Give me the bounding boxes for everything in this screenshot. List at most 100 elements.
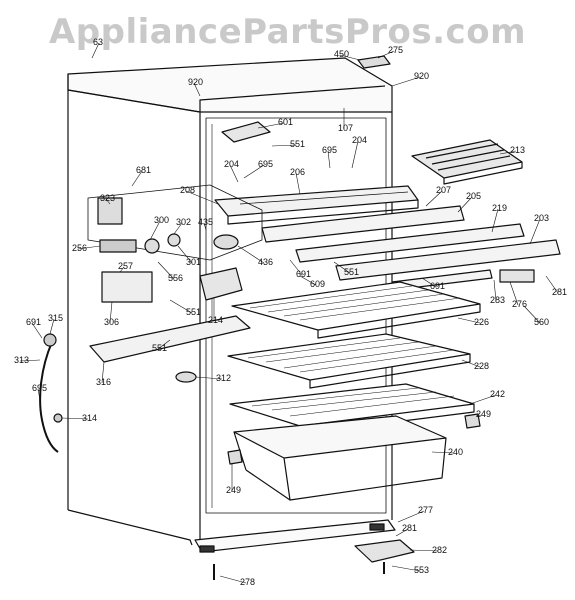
leader-line [475,414,483,417]
part-label: 695 [32,383,48,393]
leader-line [457,317,481,324]
leader-line [101,361,105,384]
part-316-tray [89,315,251,363]
part-213-ice-tray [411,139,523,185]
part-label: 553 [414,565,430,575]
part-314-fitting [53,413,63,423]
part-601-bracket [221,121,271,143]
leader-line [203,222,207,231]
part-label: 551 [186,307,202,317]
leader-line [499,150,517,155]
leader-line [91,42,100,59]
leader-line [545,275,559,294]
leader-line [105,198,111,205]
part-label: 551 [344,267,360,277]
part-label: 316 [96,377,112,387]
control-housing [87,184,263,261]
part-label: 300 [154,215,170,225]
part-302-knob [167,233,181,247]
part-label: 920 [414,71,430,81]
leader-line [457,196,473,213]
part-label: 691 [430,281,446,291]
part-label: 695 [258,159,274,169]
leader-line [177,245,193,264]
part-206-freezer-shelf [214,185,419,225]
part-214-tray [199,267,243,301]
part-249-bracket [464,413,481,429]
part-label: 249 [226,485,242,495]
leader-line [193,82,201,97]
part-label: 312 [216,373,232,383]
part-257-box [101,271,153,303]
part-label: 204 [224,159,240,169]
leader-line [229,164,239,183]
part-228-shelf [227,333,471,389]
leader-line [195,376,223,380]
part-315-valve [43,333,57,347]
leader-line [37,388,41,401]
part-312-clip [175,371,197,383]
leader-line [119,266,125,273]
part-label: 249 [476,409,492,419]
part-label: 560 [534,317,550,327]
leader-line [491,208,499,233]
part-label: 206 [290,167,306,177]
part-label: 556 [168,273,184,283]
refrigerator-cabinet [67,57,396,553]
part-label: 323 [100,193,116,203]
leader-line [237,245,265,264]
leader-line [173,222,183,235]
part-label: 436 [258,257,274,267]
part-276-hinge [499,269,535,283]
part-label: 302 [176,217,192,227]
part-label: 691 [296,269,312,279]
leader-line [377,50,395,59]
part-label: 315 [48,313,64,323]
part-205-rail [261,205,465,243]
leader-line [461,359,481,368]
leader-line [327,150,331,169]
leader-line [149,220,161,241]
part-label: 204 [352,135,368,145]
part-label: 205 [466,191,482,201]
leader-line [529,218,541,245]
leader-line [509,281,519,306]
leader-line [299,275,317,286]
part-label: 283 [490,295,506,305]
part-label: 275 [388,45,404,55]
leader-line [469,394,497,405]
leader-line [109,301,113,324]
part-label: 240 [448,447,464,457]
part-label: 208 [180,185,196,195]
part-label: 257 [118,261,134,271]
leader-line [421,277,437,288]
leader-line [395,528,409,537]
part-label: 609 [310,279,326,289]
leader-line [523,305,541,324]
leader-line [431,451,455,454]
part-label: 601 [278,117,294,127]
part-label: 214 [208,315,224,325]
part-313-tube [39,341,59,453]
leader-line [271,144,297,147]
part-label: 203 [534,213,550,223]
leader-line [289,259,303,276]
part-282-hinge [354,539,415,563]
part-label: 435 [198,217,214,227]
leader-line [131,170,143,187]
part-450-hinge [357,55,391,69]
leader-line [49,318,55,335]
part-label: 551 [290,139,306,149]
leader-line [185,190,219,205]
leader-line [493,279,497,302]
part-label: 278 [240,577,256,587]
part-label: 920 [188,77,204,87]
part-256-switch [99,239,137,253]
part-label: 313 [14,355,30,365]
part-label: 306 [104,317,120,327]
leader-line [19,359,41,362]
leader-line [157,261,175,280]
part-203-rail [335,239,561,281]
leader-line [77,245,101,250]
part-300-knob [144,238,160,254]
